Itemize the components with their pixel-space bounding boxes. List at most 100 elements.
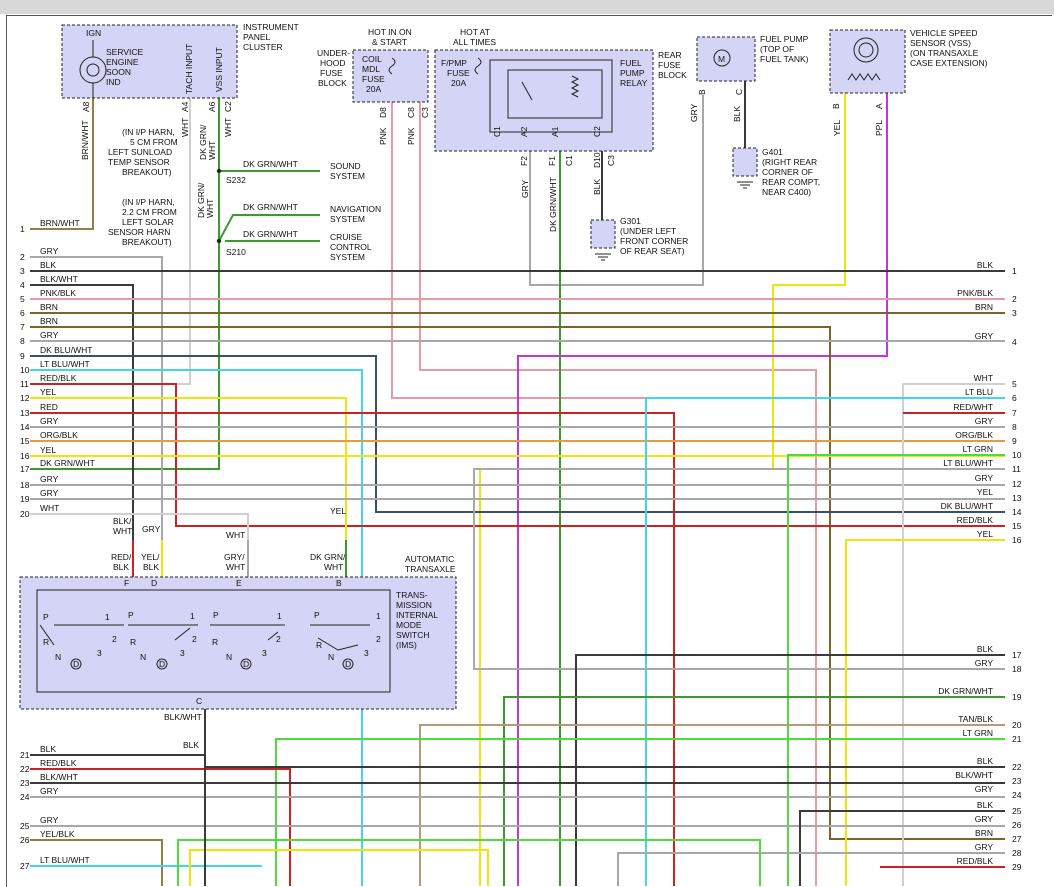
fuse-block-title-2: HOOD [320,58,346,68]
relay-inner [507,69,603,119]
left-harness-pin-25: 25 [20,821,30,831]
ipc-pin-c2: C2 [223,101,233,112]
left-harness-wire-21: BLK [40,744,56,754]
left-harness-wire-22: RED/BLK [40,758,77,768]
ipc-ign-label: IGN [86,28,101,38]
right-harness-wire-29: RED/BLK [957,856,994,866]
rear-pin-f1: F1 [547,156,557,166]
left-harness-wire-8: GRY [40,330,59,340]
right-harness-pin-13: 13 [1012,493,1022,503]
left-harness-pin-19: 19 [20,494,30,504]
ims-label-5: SWITCH [396,630,430,640]
wire-layer [30,81,1005,886]
coil-fuse-4: 20A [366,84,381,94]
sw1-p: P [43,612,49,622]
right-harness-wire-7: RED/WHT [953,402,993,412]
sw2-contact-icon [128,624,198,641]
fpmp-fuse-icon [474,57,482,75]
left-harness-wire-7: BRN [40,316,58,326]
rear-pin-d10: D10 [592,152,602,168]
right-harness-pin-4: 4 [1012,337,1017,347]
rear-hot-2: ALL TIMES [453,37,496,47]
g401-label-5: NEAR C400) [762,187,811,197]
transaxle-bottom-wire: BLK/WHT [164,712,202,722]
lamp-label-4: IND [106,77,121,87]
right-harness-wire-4: GRY [975,331,994,341]
fuel-pump-wire-gry: GRY [689,103,699,122]
transaxle-title-2: TRANSAXLE [405,564,456,574]
fuel-pump-pin-c: C [734,89,744,95]
wire-tanblk-r20 [419,724,1005,886]
coil-fuse-1: COIL [362,54,382,64]
left-harness-pin-21: 21 [20,750,30,760]
right-harness-wire-12: GRY [975,473,994,483]
relay-pin-c1: C1 [492,126,502,137]
ipc-wire-wht: WHT [180,118,190,137]
right-harness-pin-27: 27 [1012,834,1022,844]
wire-in-dkgrn-1: DK GRN/ [310,552,346,562]
wire-gry-r28 [617,852,1005,886]
wire-ltbluwht-10 [30,369,363,886]
harness-labels: 1BRN/WHT2GRY3BLK4BLK/WHT5PNK/BLK6BRN7BRN… [20,218,1022,872]
left-harness-wire-27: LT BLU/WHT [40,855,90,865]
g401-label-4: REAR COMPT, [762,177,820,187]
fuel-pump-motor-label: M [718,54,725,64]
ims-switch-2: P R N D 1 2 3 [128,610,198,670]
ipc-title-2: PANEL [243,32,271,42]
wire-ltblu-r6 [645,397,1005,886]
sw2-d: D [159,659,165,669]
g301-label-1: G301 [620,216,641,226]
wire-wht-r5 [902,383,1005,886]
right-harness-pin-17: 17 [1012,650,1022,660]
left-harness-wire-2: GRY [40,246,59,256]
lamp-label-2: ENGINE [106,57,139,67]
left-harness-pin-1: 1 [20,224,25,234]
right-harness-wire-23: BLK/WHT [955,770,993,780]
ipc-wire-wht2: WHT [207,141,217,160]
left-harness-pin-6: 6 [20,308,25,318]
left-harness-wire-17: DK GRN/WHT [40,458,95,468]
rear-fuse-title-2: FUSE [658,60,681,70]
s232-wire-label: DK GRN/WHT [243,159,298,169]
fpmp-fuse-1: F/PMP [441,58,467,68]
s210-splice-dot [216,238,222,244]
fpmp-fuse-2: FUSE [447,68,470,78]
g401-label-3: CORNER OF [762,167,813,177]
left-harness-pin-17: 17 [20,464,30,474]
sw3-contact-icon [210,624,285,641]
wire-yel-bottom [189,849,489,886]
coil-fuse-2: MDL [362,64,380,74]
fuel-pump-pin-b: B [697,89,707,95]
wire-top-blkwht-1: BLK/ [113,516,132,526]
left-harness-wire-13: RED [40,402,58,412]
left-harness-pin-24: 24 [20,792,30,802]
left-harness-wire-11: RED/BLK [40,373,77,383]
left-harness-pin-14: 14 [20,422,30,432]
rear-hot-1: HOT AT [460,27,490,37]
wire-gry-fuelpump [529,95,704,286]
fuse-hot-1: HOT IN ON [368,27,412,37]
sw3-1: 1 [277,611,282,621]
fuse-wire-pnk1: PNK [378,127,388,145]
fuse-pin-d8: D8 [378,107,388,118]
right-harness-pin-18: 18 [1012,664,1022,674]
fuel-pump-wire-blk: BLK [732,106,742,122]
relay-pin-a2: A2 [519,126,529,137]
right-harness-pin-10: 10 [1012,450,1022,460]
right-harness-wire-3: BRN [975,302,993,312]
sw1-n: N [55,652,61,662]
s210-note-2: 2.2 CM FROM [122,207,177,217]
right-harness-wire-15: RED/BLK [957,515,994,525]
fuel-pump-title-3: FUEL TANK) [760,54,809,64]
vehicle-speed-sensor: VEHICLE SPEED SENSOR (VSS) (ON TRANSAXLE… [829,28,988,136]
left-harness-pin-2: 2 [20,252,25,262]
left-harness-wire-24: GRY [40,786,59,796]
fuse-hot-2: & START [372,37,407,47]
wire-top-yel: YEL [330,506,346,516]
wire-in-dkgrn-2: WHT [324,562,343,572]
pin-b: B [336,578,342,588]
right-harness-pin-21: 21 [1012,734,1022,744]
left-harness-wire-15: ORG/BLK [40,430,78,440]
right-harness-pin-7: 7 [1012,408,1017,418]
right-harness-wire-21: LT GRN [963,728,993,738]
